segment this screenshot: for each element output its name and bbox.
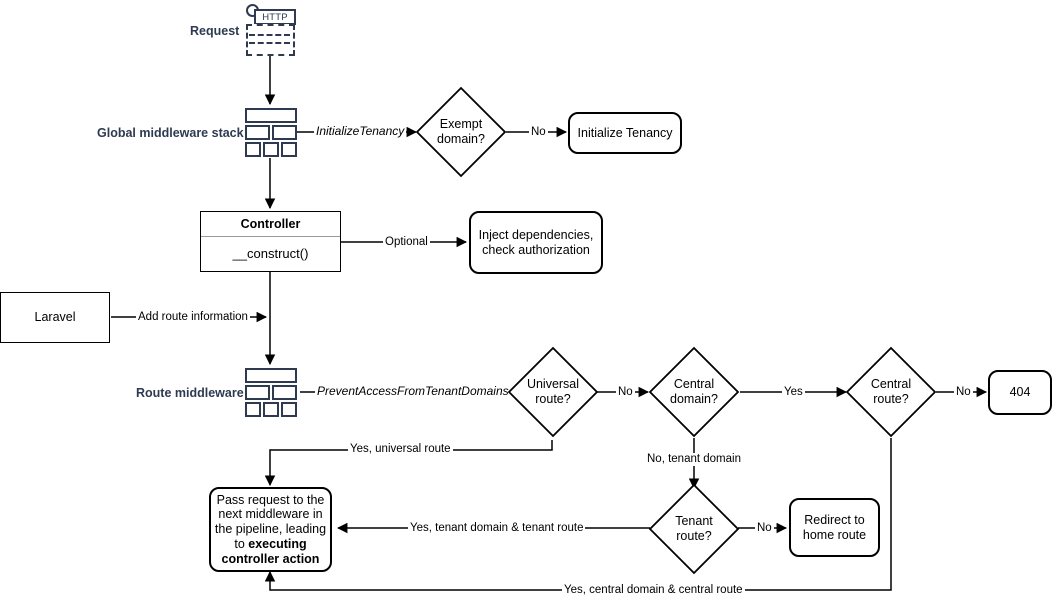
central-domain-line-1: Central (673, 377, 715, 392)
exempt-domain-line-1: Exempt (439, 117, 483, 132)
route-stack-bar-half-2 (272, 385, 297, 400)
decision-exempt-domain: Exempt domain? (415, 86, 507, 178)
decision-central-domain-label: Central domain? (649, 347, 739, 437)
request-body-line-1 (249, 34, 290, 36)
stack-bar-full (245, 108, 297, 123)
edge-label-yes-central-domain-central-route: Yes, central domain & central route (562, 584, 745, 597)
controller-construct-method: __construct() (232, 246, 309, 262)
route-stack-bar-third-3 (281, 402, 297, 417)
node-pass-request: Pass request to the next middleware in t… (209, 487, 332, 572)
decision-central-route: Central route? (845, 346, 937, 438)
request-label: Request (190, 24, 240, 38)
node-controller: Controller __construct() (200, 211, 341, 272)
pass-request-line-3: the pipeline, leading (214, 522, 327, 537)
edge-label-prevent-access: PreventAccessFromTenantDomains (315, 384, 511, 399)
edge-label-yes-universal-route: Yes, universal route (348, 443, 453, 456)
global-middleware-stack-icon (245, 108, 297, 158)
edge-label-central-domain-yes: Yes (782, 386, 805, 399)
request-body-line-2 (249, 42, 290, 44)
decision-tenant-route: Tenant route? (648, 483, 740, 575)
pass-request-bold-1: executing (248, 536, 307, 551)
redirect-home-line-2: home route (802, 527, 867, 542)
edge-label-tenant-route-no: No (755, 522, 774, 535)
node-laravel: Laravel (0, 292, 110, 343)
stack-bar-third-3 (281, 142, 297, 157)
http-request-icon: HTTP (246, 4, 296, 56)
node-laravel-label: Laravel (34, 310, 76, 325)
edge-label-universal-no: No (616, 386, 635, 399)
route-stack-bar-third-1 (245, 402, 261, 417)
route-stack-bar-full (245, 368, 297, 383)
redirect-home-line-1: Redirect to (804, 512, 865, 527)
node-initialize-tenancy: Initialize Tenancy (568, 112, 682, 154)
decision-exempt-domain-label: Exempt domain? (416, 87, 506, 177)
decision-universal-route: Universal route? (507, 346, 599, 438)
inject-dependencies-line-1: Inject dependencies, (478, 227, 594, 242)
route-stack-bar-third-2 (263, 402, 279, 417)
pass-request-to-word: to (234, 536, 249, 551)
global-middleware-stack-label: Global middleware stack (97, 126, 244, 140)
route-stack-bar-half-1 (245, 385, 270, 400)
decision-central-domain: Central domain? (648, 346, 740, 438)
central-route-line-1: Central (870, 377, 912, 392)
node-redirect-home-route: Redirect to home route (789, 498, 880, 557)
decision-tenant-route-label: Tenant route? (649, 484, 739, 574)
universal-route-line-2: route? (535, 392, 571, 406)
stack-bar-third-2 (263, 142, 279, 157)
pass-request-line-1: Pass request to the (216, 492, 325, 507)
node-404: 404 (988, 370, 1052, 415)
http-badge: HTTP (254, 9, 296, 25)
route-middleware-stack-icon (245, 368, 297, 418)
central-route-line-2: route? (873, 392, 909, 406)
controller-title: Controller (201, 212, 340, 237)
exempt-domain-line-2: domain? (437, 132, 485, 146)
edge-label-central-route-no: No (954, 386, 973, 399)
node-inject-dependencies: Inject dependencies, check authorization (469, 211, 603, 274)
pass-request-line-4: to executing (215, 537, 326, 552)
edge-label-exempt-no: No (529, 126, 548, 139)
central-domain-line-2: domain? (670, 392, 718, 406)
inject-dependencies-line-2: check authorization (482, 242, 590, 257)
tenant-route-line-1: Tenant (675, 514, 713, 529)
stack-bar-half-2 (272, 125, 297, 140)
universal-route-line-1: Universal (526, 377, 580, 392)
tenant-route-line-2: route? (676, 529, 712, 543)
pass-request-bold-2: controller action (221, 551, 320, 566)
stack-bar-third-1 (245, 142, 261, 157)
decision-central-route-label: Central route? (846, 347, 936, 437)
node-initialize-tenancy-label: Initialize Tenancy (577, 125, 673, 140)
decision-universal-route-label: Universal route? (508, 347, 598, 437)
stack-bar-half-1 (245, 125, 270, 140)
edge-label-optional: Optional (383, 236, 430, 249)
route-middleware-label: Route middleware (136, 386, 244, 400)
edge-label-yes-tenant-domain-tenant-route: Yes, tenant domain & tenant route (408, 522, 586, 535)
node-404-label: 404 (1009, 385, 1031, 400)
pass-request-line-2: next middleware in (218, 507, 323, 522)
edge-label-initialize-tenancy: InitializeTenancy (314, 124, 407, 139)
edge-label-add-route-information: Add route information (136, 311, 250, 324)
edge-label-no-tenant-domain: No, tenant domain (645, 453, 743, 466)
request-body-dashed-box (246, 24, 295, 56)
